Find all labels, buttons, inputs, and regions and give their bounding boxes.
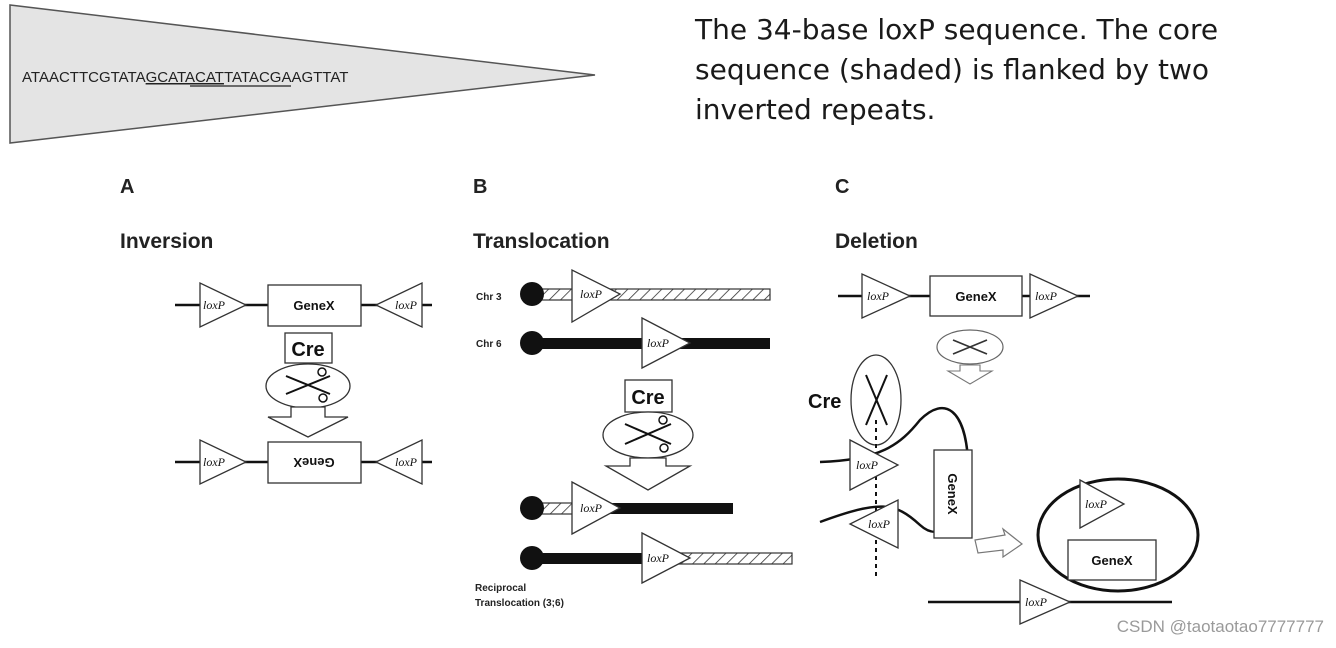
loxp-label: loxP <box>580 501 603 515</box>
chr6-label: Chr 6 <box>476 339 502 350</box>
panel-a-title: Inversion <box>120 230 213 253</box>
panel-b-letter: B <box>473 176 487 198</box>
loxp-label: loxP <box>647 551 670 565</box>
panel-c-cre-small <box>936 329 1004 385</box>
gene-label: GeneX <box>945 473 960 515</box>
panel-a-after: loxP GeneX loxP <box>175 438 432 486</box>
scissors-icon <box>952 339 988 355</box>
loxp-caption: The 34-base loxP sequence. The core sequ… <box>695 13 1219 126</box>
gene-label-inverted: GeneX <box>293 455 335 470</box>
scissors-icon <box>865 374 888 426</box>
panel-c-letter: C <box>835 176 849 198</box>
loxp-label: loxP <box>395 455 418 469</box>
panel-c-title: Deletion <box>835 230 918 253</box>
chr-recombined-1: loxP <box>520 480 733 536</box>
chr6-before: Chr 6 loxP <box>476 316 770 370</box>
panel-c-excised-circle: loxP GeneX <box>1036 477 1200 593</box>
watermark: CSDN @taotaotao7777777 <box>1116 617 1324 636</box>
gene-label: GeneX <box>293 298 335 313</box>
panel-a-letter: A <box>120 176 134 198</box>
panel-c-after: loxP <box>928 579 1172 625</box>
loxp-label: loxP <box>395 298 418 312</box>
loxp-label: loxP <box>867 289 890 303</box>
loxp-label: loxP <box>1035 289 1058 303</box>
panel-b-title: Translocation <box>473 230 610 253</box>
scissors-icon <box>624 423 672 445</box>
panel-b-cre: Cre <box>602 379 694 491</box>
loxp-label: loxP <box>868 517 891 531</box>
loxp-label: loxP <box>856 458 879 472</box>
loxp-label: loxP <box>1025 595 1048 609</box>
right-arrow-icon <box>974 527 1024 559</box>
loxp-label: loxP <box>647 336 670 350</box>
down-arrow-icon <box>945 364 995 385</box>
chr-recombined-2: loxP <box>520 531 793 585</box>
sequence-wedge <box>9 4 596 144</box>
panel-a-cre: Cre <box>265 332 351 438</box>
loxp-sequence: ATAACTTCGTATAGCATACATTATACGAAGTTAT <box>22 69 348 86</box>
chr3-label: Chr 3 <box>476 292 502 303</box>
panel-c-before: loxP GeneX loxP <box>838 272 1090 320</box>
result-label-line1: Reciprocal <box>475 583 526 594</box>
panel-c-loop: Cre loxP loxP GeneX <box>808 354 1024 580</box>
cre-label: Cre <box>808 391 841 413</box>
scissors-icon <box>285 375 331 395</box>
chr3-before: Chr 3 loxP <box>476 268 771 324</box>
panel-a-before: loxP GeneX loxP <box>175 281 432 329</box>
loxp-label: loxP <box>1085 497 1108 511</box>
loxp-label: loxP <box>580 287 603 301</box>
loxp-label: loxP <box>203 298 226 312</box>
result-label-line2: Translocation (3;6) <box>475 598 564 609</box>
cre-label: Cre <box>631 387 664 409</box>
gene-label: GeneX <box>1091 553 1133 568</box>
down-arrow-icon <box>603 457 693 491</box>
cre-label: Cre <box>291 339 324 361</box>
gene-label: GeneX <box>955 289 997 304</box>
down-arrow-icon <box>267 406 349 438</box>
loxp-label: loxP <box>203 455 226 469</box>
